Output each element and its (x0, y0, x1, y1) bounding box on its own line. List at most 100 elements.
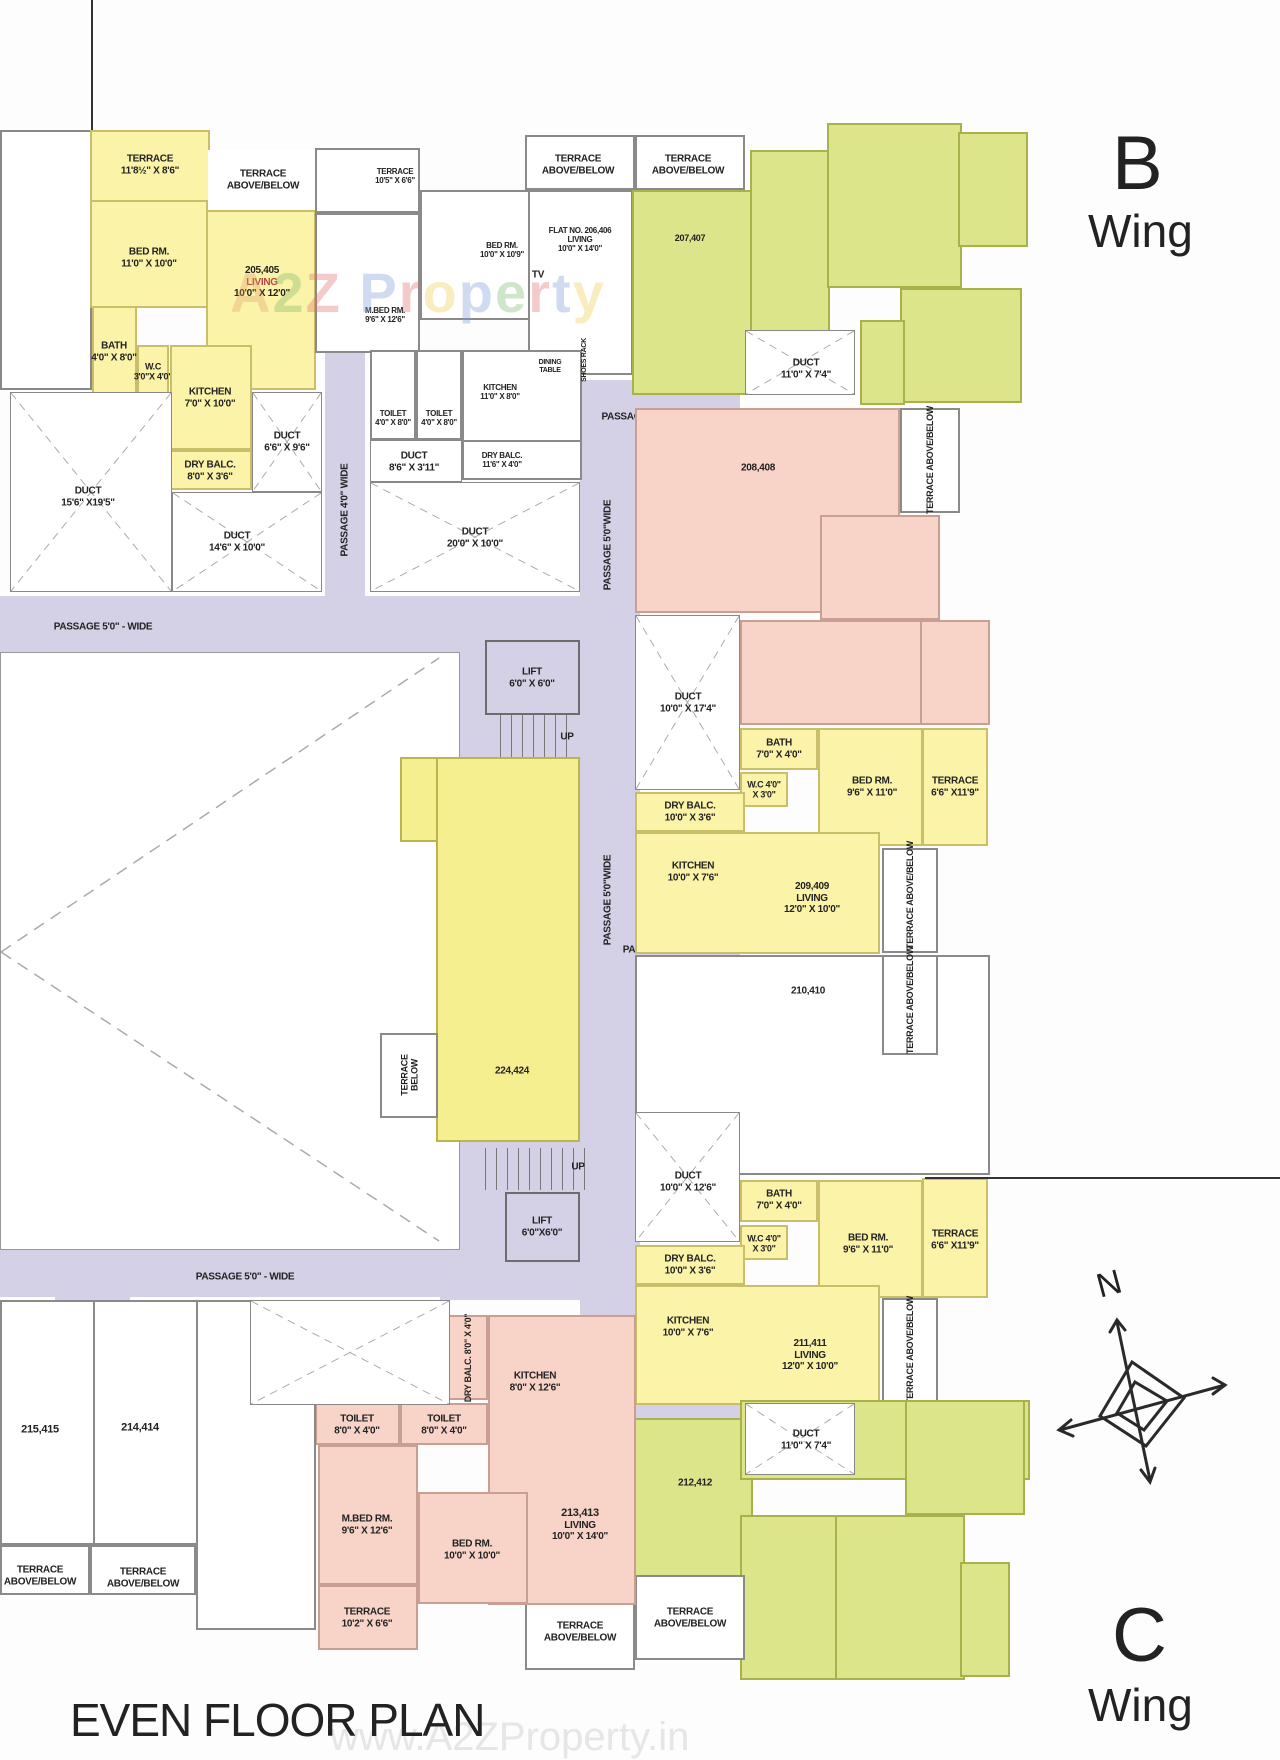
flat-209-kitchen-living (635, 832, 880, 954)
flat-211-kitchen-living (635, 1285, 880, 1405)
flat-205-kitchen (170, 345, 252, 450)
duct-14x10 (172, 492, 322, 592)
room-label: BED RM.11'0" X 10'0" (121, 246, 177, 270)
flat-209-bath (740, 728, 818, 770)
terrace-label: TERRACE ABOVE/BELOW (541, 153, 615, 177)
flat-213-dry-balcony (448, 1315, 488, 1400)
wing-c-word: Wing (1088, 1679, 1193, 1731)
flat-213-master-bedroom (318, 1445, 418, 1585)
passage-label: PASSAGE 5'0"WIDE (602, 499, 614, 591)
flat-209-bedroom (818, 728, 923, 846)
flat-215 (0, 1300, 95, 1545)
passage-label: PASSAGE 5'0" - WIDE (53, 621, 153, 633)
flat-208-bedroom-1 (820, 515, 940, 620)
flat-212-bedroom-2 (905, 1400, 1025, 1515)
terrace-above-below (882, 848, 938, 953)
flat-213-kitchen-living (488, 1315, 636, 1605)
flat-209-terrace (922, 728, 988, 846)
room-label: DRY BALC.8'0" X 3'6" (184, 459, 236, 483)
stairs-up-label: UP (560, 731, 574, 743)
room-label: DRY BALC.10'0" X 3'6" (664, 1253, 716, 1277)
stairs-up-label: UP (571, 1161, 585, 1173)
terrace-label: TERRACE ABOVE/BELOW (904, 946, 915, 1054)
terrace-label: TERRACE ABOVE/BELOW (924, 406, 935, 514)
room-label: W.C 4'0"X 3'0" (747, 779, 781, 800)
duct-6x9 (252, 392, 322, 492)
flat-211-dry-balcony (635, 1245, 745, 1285)
terrace-above-below (90, 1545, 196, 1595)
room-label: BED RM.10'0" X 10'0" (444, 1538, 500, 1562)
flat-206-toilet-2 (416, 350, 462, 440)
room-label: BED RM.9'6" X 11'0" (842, 1232, 894, 1256)
flat-211-wc (740, 1225, 788, 1260)
terrace-above-below (0, 1545, 90, 1595)
terrace-label: TERRACE ABOVE/BELOW (653, 1606, 727, 1630)
central-void (0, 652, 460, 1250)
flat-209-dry-balcony (635, 792, 745, 832)
flat-211-bedroom (818, 1180, 923, 1298)
tv-label: TV (531, 269, 545, 281)
room-label: W.C 4'0"X 3'0" (747, 1233, 781, 1254)
flat-205-dry-balcony (170, 450, 252, 490)
flat-212-balcony (960, 1562, 1010, 1677)
flat-206-toilet-1 (370, 350, 416, 440)
flat-213-toilet-2 (400, 1403, 488, 1445)
flat-205-bedroom (90, 200, 208, 308)
staircase-2 (475, 1148, 585, 1190)
room-label: DRY BALC.10'0" X 3'6" (664, 800, 716, 824)
terrace-above-below (635, 135, 745, 190)
flat-207-bedroom-2 (900, 288, 1022, 403)
duct-10x12 (635, 1112, 740, 1242)
flat-224-balcony (400, 757, 438, 842)
flat-number: 224,424 (494, 1065, 530, 1077)
shoes-rack-label: SHOES RACK (580, 338, 588, 382)
terrace-label: TERRACE BELOW (399, 1054, 420, 1096)
flat-205-terrace (90, 130, 210, 202)
watermark-logo: A2Z Property (230, 261, 606, 324)
flat-number: 208,408 (740, 462, 776, 474)
terrace-label: TERRACE ABOVE/BELOW (3, 1564, 77, 1588)
wing-b-letter: B (1112, 121, 1163, 206)
dining-table-label: DINING TABLE (538, 358, 562, 374)
terrace-above-below (900, 408, 960, 513)
flat-number: 214,414 (121, 1421, 159, 1434)
terrace-above-below (635, 1575, 745, 1660)
terrace-label: TERRACE ABOVE/BELOW (904, 1296, 915, 1404)
terrace-above-below (525, 1595, 635, 1670)
terrace-above-below (208, 150, 318, 210)
terrace-label: TERRACE ABOVE/BELOW (226, 168, 300, 192)
duct-10x17 (635, 615, 740, 790)
flat-206-dry-balcony (462, 440, 582, 480)
flat-213-bedroom (418, 1492, 528, 1604)
flat-207-toilet (860, 320, 905, 405)
room-label: M.BED RM.9'6" X 12'6" (341, 1513, 393, 1537)
flat-206-kitchen (462, 350, 582, 445)
room-label: BED RM.9'6" X 11'0" (846, 775, 898, 799)
terrace-label: TERRACE ABOVE/BELOW (543, 1620, 617, 1644)
page-title: EVEN FLOOR PLAN (70, 1694, 485, 1746)
staircase-1 (490, 715, 575, 757)
terrace-label: TERRACE ABOVE/BELOW (106, 1566, 180, 1590)
terrace-above-below (882, 955, 938, 1055)
flat-213-terrace (318, 1585, 418, 1650)
